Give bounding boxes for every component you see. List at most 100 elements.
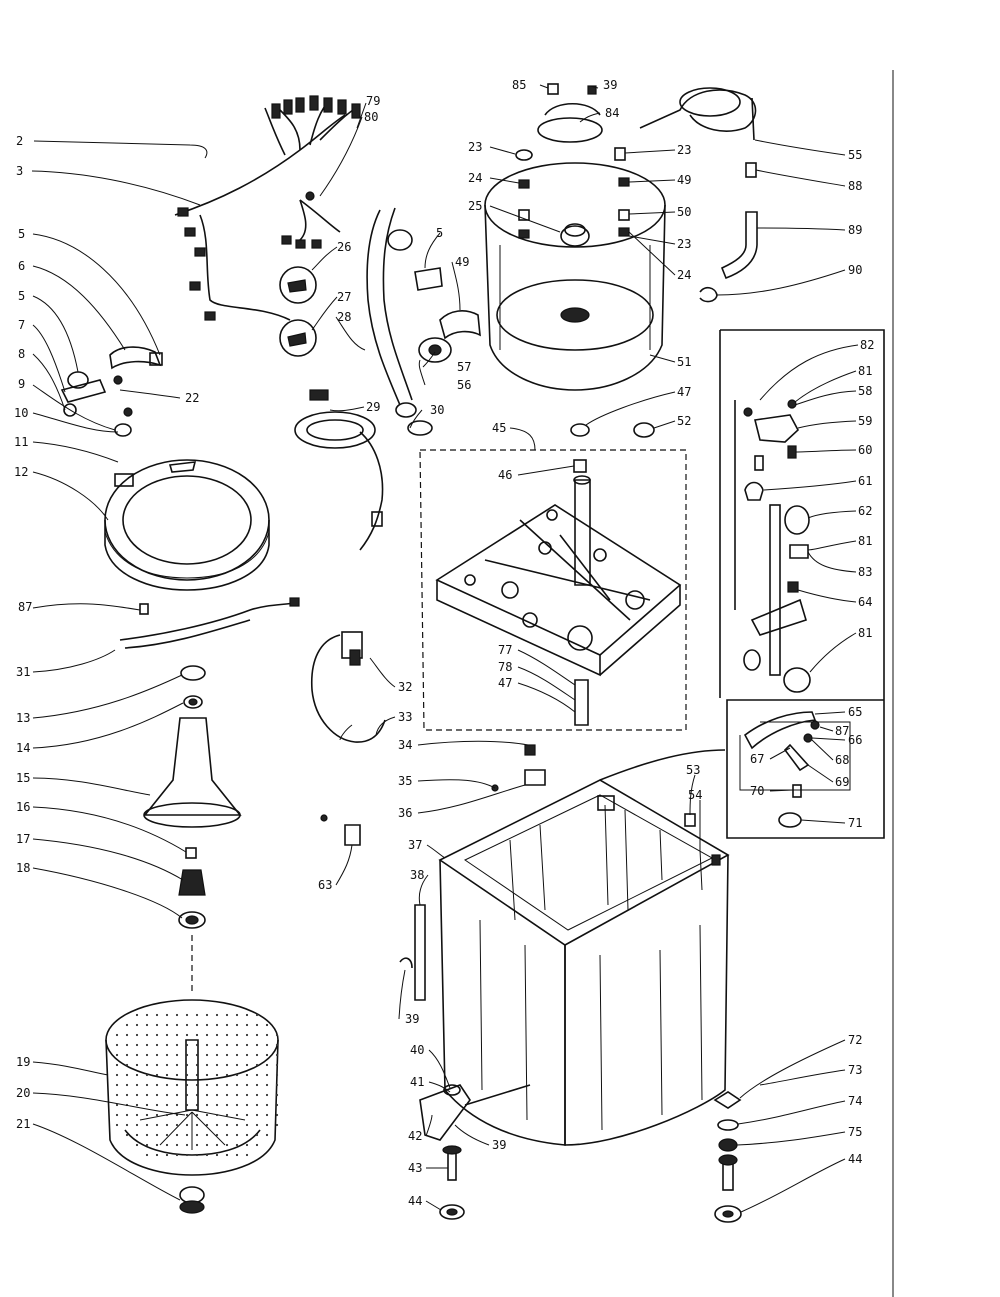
- switch-27: [279, 319, 317, 357]
- label-89: 89: [848, 223, 862, 237]
- label-18: 18: [16, 861, 30, 875]
- label-36: 36: [398, 806, 412, 820]
- label-27: 27: [337, 290, 351, 304]
- label-16: 16: [16, 800, 30, 814]
- label-64: 64: [858, 595, 872, 609]
- label-5c: 5: [436, 226, 443, 240]
- label-39c: 39: [603, 78, 617, 92]
- label-28: 28: [337, 310, 351, 324]
- label-80: 80: [364, 110, 378, 124]
- label-26: 26: [337, 240, 351, 254]
- label-19: 19: [16, 1055, 30, 1069]
- label-87b: 87: [835, 724, 849, 738]
- label-81c: 81: [858, 626, 872, 640]
- lid-switch-parts: [734, 399, 851, 828]
- label-68: 68: [835, 753, 849, 767]
- label-14: 14: [16, 741, 30, 755]
- cabinet: [438, 749, 730, 1146]
- label-50: 50: [677, 205, 691, 219]
- label-39a: 39: [405, 1012, 419, 1026]
- label-49b: 49: [677, 173, 691, 187]
- label-71: 71: [848, 816, 862, 830]
- label-83: 83: [858, 565, 872, 579]
- wash-basket: [105, 999, 279, 1214]
- label-23c: 23: [677, 237, 691, 251]
- label-6: 6: [18, 259, 25, 273]
- label-44a: 44: [408, 1194, 422, 1208]
- label-59: 59: [858, 414, 872, 428]
- label-15: 15: [16, 771, 30, 785]
- switch-26: [279, 266, 317, 304]
- label-5: 5: [18, 227, 25, 241]
- leveling-legs: [713, 1091, 742, 1223]
- agitator-parts: [143, 665, 242, 929]
- label-44b: 44: [848, 1152, 862, 1166]
- label-75: 75: [848, 1125, 862, 1139]
- label-21: 21: [16, 1117, 30, 1131]
- label-24b: 24: [677, 268, 691, 282]
- label-40: 40: [410, 1043, 424, 1057]
- label-33: 33: [398, 710, 412, 724]
- label-49: 49: [455, 255, 469, 269]
- detail-panel-border: [720, 329, 885, 839]
- label-54: 54: [688, 788, 702, 802]
- label-17: 17: [16, 832, 30, 846]
- wire-87: [119, 597, 300, 649]
- label-8: 8: [18, 347, 25, 361]
- label-35: 35: [398, 774, 412, 788]
- label-58: 58: [858, 384, 872, 398]
- leader-lines: [31, 84, 859, 1213]
- label-82: 82: [860, 338, 874, 352]
- label-73: 73: [848, 1063, 862, 1077]
- label-85: 85: [512, 78, 526, 92]
- label-74: 74: [848, 1094, 862, 1108]
- label-31: 31: [16, 665, 30, 679]
- label-32: 32: [398, 680, 412, 694]
- label-87: 87: [18, 600, 32, 614]
- label-47a: 47: [677, 385, 691, 399]
- label-56: 56: [457, 378, 471, 392]
- label-81b: 81: [858, 534, 872, 548]
- label-62: 62: [858, 504, 872, 518]
- label-60: 60: [858, 443, 872, 457]
- label-72: 72: [848, 1033, 862, 1047]
- label-22: 22: [185, 391, 199, 405]
- label-81a: 81: [858, 364, 872, 378]
- label-23a: 23: [468, 140, 482, 154]
- fill-hose-parts: [639, 87, 758, 303]
- label-46: 46: [498, 468, 512, 482]
- label-41: 41: [410, 1075, 424, 1089]
- hoses: [294, 207, 481, 551]
- transmission-assembly: [419, 422, 687, 731]
- label-12: 12: [14, 465, 28, 479]
- label-57: 57: [457, 360, 471, 374]
- label-7: 7: [18, 318, 25, 332]
- label-29: 29: [366, 400, 380, 414]
- label-53: 53: [686, 763, 700, 777]
- label-23b: 23: [677, 143, 691, 157]
- label-13: 13: [16, 711, 30, 725]
- label-84: 84: [605, 106, 619, 120]
- label-43: 43: [408, 1161, 422, 1175]
- wire-harness: [174, 95, 361, 321]
- label-69: 69: [835, 775, 849, 789]
- label-88: 88: [848, 179, 862, 193]
- label-51: 51: [677, 355, 691, 369]
- label-90: 90: [848, 263, 862, 277]
- label-30: 30: [430, 403, 444, 417]
- outer-tub: [484, 83, 666, 391]
- pressure-switch-32: [310, 631, 386, 743]
- label-37: 37: [408, 838, 422, 852]
- label-25: 25: [468, 199, 482, 213]
- label-67: 67: [750, 752, 764, 766]
- label-5b: 5: [18, 289, 25, 303]
- label-39b: 39: [492, 1138, 506, 1152]
- hose-clamp-parts: [60, 346, 163, 437]
- label-47b: 47: [498, 676, 512, 690]
- cabinet-small-parts: [320, 744, 546, 1220]
- label-52: 52: [677, 414, 691, 428]
- label-2: 2: [16, 134, 23, 148]
- label-11: 11: [14, 435, 28, 449]
- label-63: 63: [318, 878, 332, 892]
